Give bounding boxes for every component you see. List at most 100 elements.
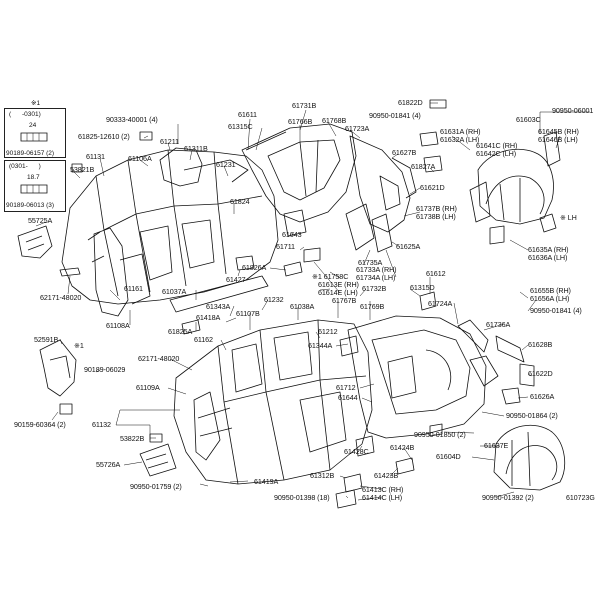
part-label: 61635A (RH)	[528, 245, 569, 254]
part-label: 61642C (LH)	[476, 149, 517, 158]
part-label: 61343A	[206, 302, 231, 311]
part-label: 61731B	[292, 101, 317, 110]
part-label: 61106A	[128, 154, 152, 163]
part-label: 53821B	[70, 165, 95, 174]
part-label: 61132	[92, 420, 111, 429]
bracket-55726a	[139, 443, 177, 477]
part-label: 61344A	[308, 341, 333, 350]
inset-range-early: ( -0301)	[9, 111, 41, 118]
part-label: 61712	[336, 383, 356, 392]
inner-pillar-lower	[193, 391, 221, 461]
part-label: 61738B (LH)	[416, 212, 456, 221]
part-label: 61627B	[392, 148, 417, 157]
part-label: 61212	[318, 327, 338, 336]
part-label: 61612	[426, 269, 446, 278]
bolt-icon	[20, 132, 48, 142]
part-label: 90950-01850 (2)	[414, 430, 466, 439]
wheelhouse-inner-lower	[493, 424, 566, 491]
part-label: 61641C (RH)	[476, 141, 518, 150]
part-label: 61768B	[322, 116, 347, 125]
part-label: 61646B (LH)	[538, 135, 578, 144]
part-label: 61161	[124, 284, 143, 293]
part-label: 61628B	[528, 340, 553, 349]
inset-dimension-late: 18.7	[27, 174, 40, 181]
bracket-55725a	[17, 225, 53, 259]
part-label: 90950-01864 (2)	[506, 411, 558, 420]
part-label: 90333-40001 (4)	[106, 115, 158, 124]
part-label: 61419A	[254, 477, 279, 486]
part-label: 61211	[160, 137, 179, 146]
part-label: 90950-01841 (4)	[530, 306, 582, 315]
part-label: 61655B (RH)	[530, 286, 571, 295]
bracket-52591b	[39, 339, 77, 397]
part-label: 61769B	[360, 302, 385, 311]
part-label: 61232	[264, 295, 284, 304]
part-label: 61723A	[345, 124, 370, 133]
lh-note: ※ LH	[560, 215, 577, 222]
part-label: 61737B (RH)	[416, 204, 457, 213]
part-label: 61643	[282, 230, 302, 239]
part-label: 61107B	[236, 309, 260, 318]
inset-part-early: 90189-06157 (2)	[6, 150, 55, 157]
rear-quarter-frame	[241, 123, 357, 223]
part-label: 61162	[194, 335, 213, 344]
wheelhouse-outer-upper	[477, 148, 554, 225]
part-label: 90159-60364 (2)	[14, 420, 66, 429]
part-label: 61625A	[396, 242, 421, 251]
part-label: 61637E	[484, 441, 509, 450]
bolt-icon	[20, 184, 48, 194]
part-label: ※1	[74, 341, 84, 350]
part-label: 61626A	[530, 392, 555, 401]
part-label: 61603C	[516, 115, 541, 124]
part-label: 61827A	[411, 162, 436, 171]
inset-note-mark: ※1	[31, 100, 41, 107]
rear-quarter-lower	[347, 315, 487, 439]
part-label: 62171-48020	[40, 293, 82, 302]
part-label: 61766B	[288, 117, 313, 126]
part-label: 61656A (LH)	[530, 294, 570, 303]
part-label: 61822D	[398, 98, 423, 107]
middle-rail	[169, 275, 269, 313]
part-label: 61645B (RH)	[538, 127, 579, 136]
part-label: 61736A	[486, 320, 511, 329]
part-label: 55725A	[28, 216, 53, 225]
part-label: 61315D	[410, 283, 435, 292]
part-label: 61631A (RH)	[440, 127, 481, 136]
part-label: 61604D	[436, 452, 461, 461]
inner-pillar-upper	[159, 147, 203, 187]
part-label: 61636A (LH)	[528, 253, 568, 262]
lower-left-pillar	[93, 227, 129, 317]
part-label: 61038A	[290, 302, 315, 311]
part-label: 61109A	[136, 383, 160, 392]
part-label: 53822B	[120, 434, 145, 443]
inset-fastener-early: ※1 ( -0301) 24 90189-06157 (2)	[4, 100, 66, 158]
part-label: 61423B	[374, 471, 399, 480]
part-label: 61621D	[420, 183, 445, 192]
part-label: 61614E (LH)	[318, 288, 358, 297]
part-label: ※1 61758C	[312, 272, 349, 281]
part-label: 52591B	[34, 335, 59, 344]
part-label: 55726A	[96, 460, 121, 469]
part-label: 61418A	[196, 313, 221, 322]
part-label: 61311B	[184, 144, 208, 153]
part-label: 90950-01841 (4)	[369, 111, 421, 120]
part-label: 61427	[226, 275, 246, 284]
part-label: 61735A	[358, 258, 383, 267]
part-label: 61312B	[310, 471, 335, 480]
part-label: 61424B	[390, 443, 415, 452]
part-label: 61108A	[106, 321, 130, 330]
part-label: 61644	[338, 393, 358, 402]
part-label: 61428C	[344, 447, 369, 456]
inset-range-late: (0301- )	[9, 163, 41, 170]
part-label: 61825-12610 (2)	[78, 132, 130, 141]
part-label: 61231	[216, 160, 236, 169]
part-label: 61131	[86, 152, 105, 161]
part-label: 61724A	[428, 299, 453, 308]
part-label: 61413C (RH)	[362, 485, 404, 494]
part-label: 61824	[230, 197, 250, 206]
part-label: 61632A (LH)	[440, 135, 480, 144]
inset-fastener-late: (0301- ) 18.7 90189-06013 (3)	[4, 160, 66, 212]
